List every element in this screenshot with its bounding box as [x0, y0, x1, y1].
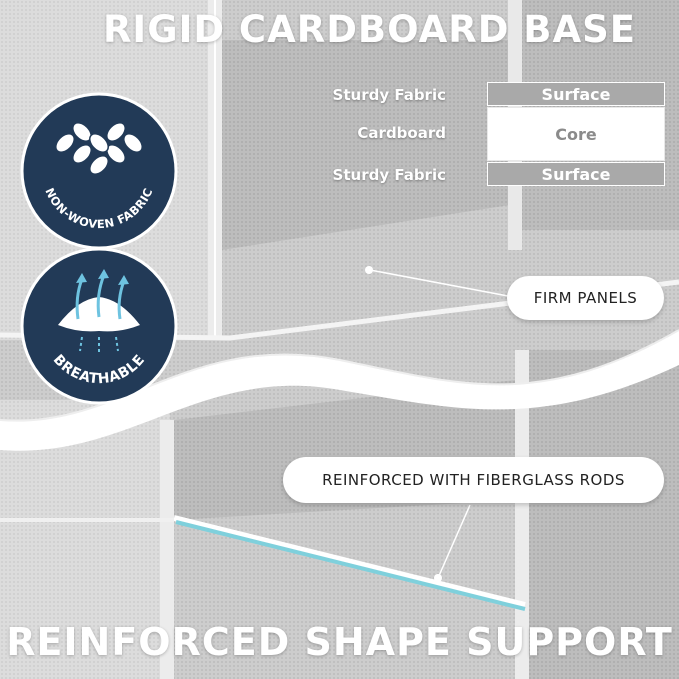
- title-rigid-cardboard: RIGID CARDBOARD BASE: [102, 8, 637, 51]
- layer-surface-top: Surface: [487, 82, 665, 106]
- layer-core: Core: [487, 107, 665, 161]
- firm-panels-marker: [365, 266, 373, 274]
- badge-non-woven: NON-WOVEN FABRIC: [20, 92, 178, 250]
- layer-label-bottom: Sturdy Fabric: [332, 166, 446, 184]
- layer-label-top: Sturdy Fabric: [332, 86, 446, 104]
- badge-breathable: BREATHABLE: [20, 247, 178, 405]
- callout-firm-panels: FIRM PANELS: [507, 276, 664, 320]
- layer-label-middle: Cardboard: [357, 124, 446, 142]
- woven-pattern-icon: [55, 122, 143, 175]
- layer-surface-bottom: Surface: [487, 162, 665, 186]
- callout-fiberglass-rods: REINFORCED WITH FIBERGLASS RODS: [283, 457, 664, 503]
- breathable-air-icon: [58, 269, 140, 353]
- fiberglass-marker: [434, 574, 442, 582]
- title-reinforced-support: REINFORCED SHAPE SUPPORT: [6, 620, 673, 664]
